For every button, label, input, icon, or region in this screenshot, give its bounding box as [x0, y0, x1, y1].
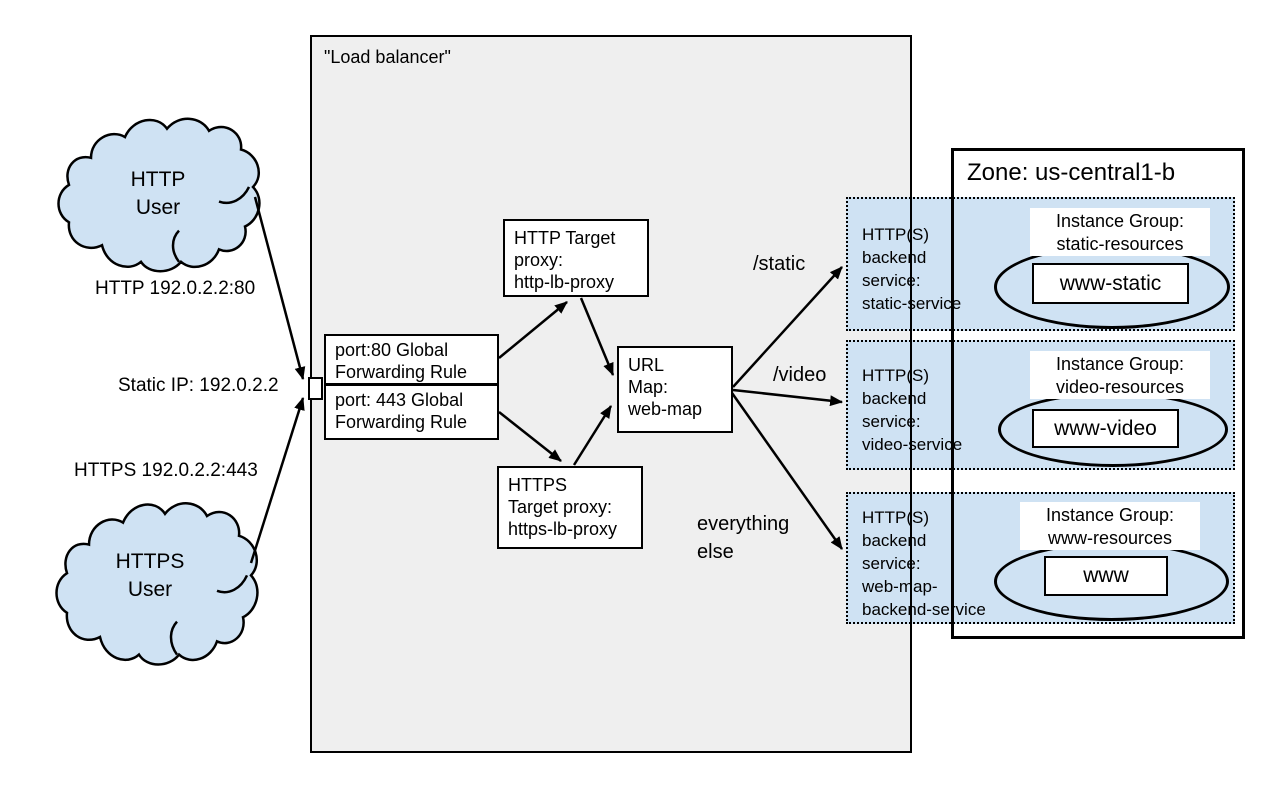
backend-service-video-label: HTTP(S) backend service: video-service [862, 366, 963, 454]
instance-www-video: www-video [1032, 409, 1179, 448]
load-balancer-right-edge [910, 35, 912, 753]
forwarding-rule-80-box: port:80 Global Forwarding Rule [324, 334, 499, 385]
https-endpoint-label: HTTPS 192.0.2.2:443 [74, 460, 258, 481]
instance-www: www [1044, 556, 1168, 596]
arrow-http-user-to-static-ip [253, 196, 306, 381]
https-target-proxy-box: HTTPS Target proxy: https-lb-proxy [497, 466, 643, 549]
zone-title: Zone: us-central1-b [967, 159, 1176, 186]
load-balancer-title: "Load balancer" [324, 47, 451, 67]
route-static-label: /static [753, 253, 806, 275]
url-map-box: URL Map: web-map [617, 346, 733, 433]
https-user-label: HTTPS User [115, 550, 185, 601]
instance-www-static: www-static [1032, 263, 1189, 304]
route-default-label: everything else [697, 513, 790, 563]
route-video-label: /video [773, 364, 827, 386]
http-user-label: HTTP User [130, 168, 186, 219]
backend-service-default-label: HTTP(S) backend service: web-map- backen… [862, 508, 986, 619]
instance-group-www-label: Instance Group: www-resources [1020, 502, 1200, 550]
static-ip-label: Static IP: 192.0.2.2 [118, 375, 279, 396]
arrow-https-user-to-static-ip [249, 396, 305, 564]
instance-group-static-label: Instance Group: static-resources [1030, 208, 1210, 256]
static-ip-connector-box [308, 377, 323, 400]
forwarding-rule-443-box: port: 443 Global Forwarding Rule [324, 384, 499, 440]
instance-group-video-label: Instance Group: video-resources [1030, 351, 1210, 399]
http-target-proxy-box: HTTP Target proxy: http-lb-proxy [503, 219, 649, 297]
http-endpoint-label: HTTP 192.0.2.2:80 [95, 278, 256, 299]
zone-container: Zone: us-central1-b [951, 148, 1245, 639]
